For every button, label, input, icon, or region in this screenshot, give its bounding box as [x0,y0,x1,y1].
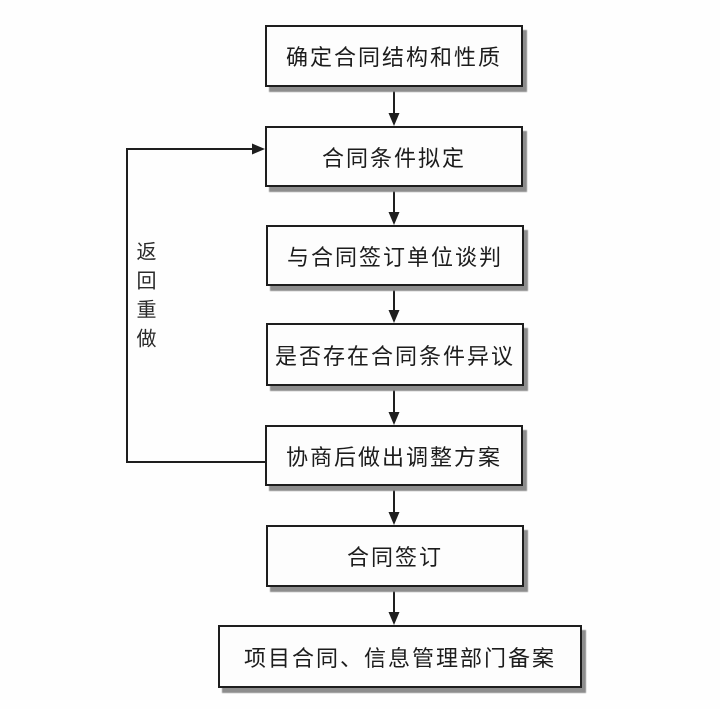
flow-node-contract-signing: 合同签订 [266,525,524,587]
arrowhead-n6 [388,512,400,525]
arrowhead-n3 [388,212,400,225]
flow-node-negotiate-with-signing-party: 与合同签订单位谈判 [266,225,524,286]
flow-node-draft-contract-conditions: 合同条件拟定 [265,126,523,187]
arrowhead-loop-n2 [252,143,265,155]
flow-node-determine-contract-structure: 确定合同结构和性质 [265,25,523,87]
arrowhead-n7 [388,612,400,625]
arrowhead-n5 [388,412,400,425]
arrowhead-n4 [388,310,400,323]
flow-node-filing-with-departments: 项目合同、信息管理部门备案 [218,625,582,688]
loop-back-label: 返回重做 [133,241,155,357]
flow-node-adjustment-plan: 协商后做出调整方案 [265,425,523,486]
flow-node-condition-objection-check: 是否存在合同条件异议 [266,323,524,386]
arrowhead-n2 [388,113,400,126]
